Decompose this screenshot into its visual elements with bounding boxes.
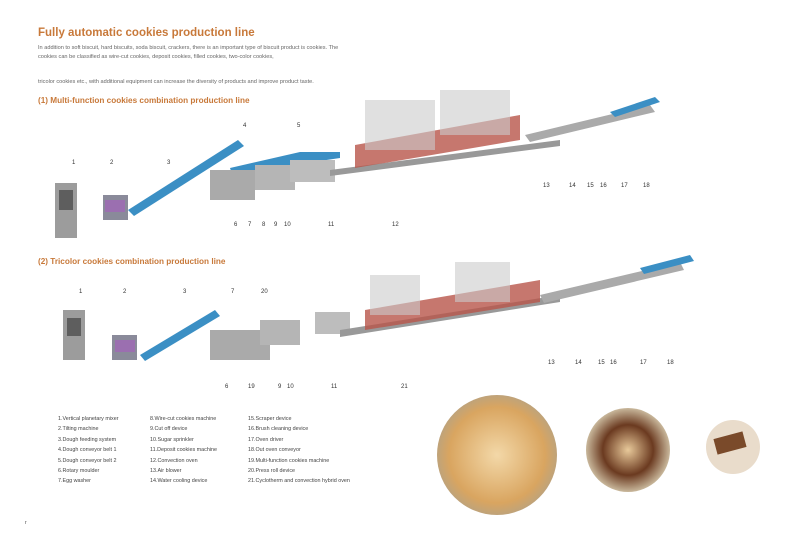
legend-item: 13.Air blower — [150, 468, 182, 474]
intro-paragraph-continued: tricolor cookies etc., with additional e… — [38, 79, 314, 85]
callout-number: 6 — [225, 384, 229, 390]
callout-number: 11 — [328, 222, 335, 228]
callout-number: 19 — [248, 384, 255, 390]
callout-number: 18 — [643, 183, 650, 189]
legend-item: 14.Water cooling device — [150, 478, 208, 485]
callout-number: 15 — [587, 183, 594, 189]
callout-number: 2 — [110, 160, 114, 166]
section-heading-1: (1) Multi-function cookies combination p… — [38, 96, 250, 105]
legend-item: 12.Convection oven — [150, 457, 198, 464]
legend-item: 4.Dough conveyor belt 1 — [58, 447, 117, 454]
callout-number: 13 — [548, 360, 555, 366]
callout-number: 2 — [123, 289, 127, 295]
legend-item: 10.Sugar sprinkler — [150, 436, 194, 443]
section-heading-2: (2) Tricolor cookies combination product… — [38, 257, 226, 266]
page-title: Fully automatic cookies production line — [38, 27, 255, 39]
legend-item: 2.Tilting machine — [58, 426, 99, 433]
callout-number: 12 — [392, 222, 399, 228]
callout-number: 14 — [575, 360, 582, 366]
callout-number: 7 — [231, 289, 235, 295]
callout-number: 13 — [543, 183, 550, 189]
callout-number: 17 — [621, 183, 628, 189]
legend-item: 16.Brush cleaning device — [248, 426, 309, 433]
callout-number: 18 — [667, 360, 674, 366]
legend-item: 15.Scraper device — [248, 416, 292, 422]
legend-item: 20.Press roll device — [248, 468, 296, 474]
intro-paragraph: In addition to soft biscuit, hard biscui… — [38, 45, 339, 60]
page-mark: r — [25, 520, 27, 526]
callout-number: 4 — [243, 123, 247, 129]
callout-number: 8 — [262, 222, 266, 228]
callout-number: 17 — [640, 360, 647, 366]
legend-item: 11.Deposit cookies machine — [150, 447, 218, 454]
butter-cookies-photo — [437, 395, 557, 515]
legend-item: 1.Vertical planetary mixer — [58, 416, 119, 422]
callout-number: 16 — [610, 360, 617, 366]
legend-item: 7.Egg washer — [58, 478, 91, 485]
legend-item: 8.Wire-cut cookies machine — [150, 416, 217, 422]
callout-number: 7 — [248, 222, 252, 228]
swirl-cookies-photo — [586, 408, 670, 492]
callout-number: 11 — [331, 384, 338, 390]
legend-item: 17.Oven driver — [248, 436, 284, 443]
callout-number: 16 — [600, 183, 607, 189]
production-line-2-illustration — [63, 255, 694, 361]
callout-number: 9 — [278, 384, 282, 390]
legend-item: 19.Multi-function cookies machine — [248, 457, 330, 464]
callout-number: 3 — [167, 160, 171, 166]
callout-number: 6 — [234, 222, 238, 228]
callout-number: 10 — [284, 222, 291, 228]
callout-number: 1 — [72, 160, 76, 166]
callout-number: 21 — [401, 384, 408, 390]
callout-number: 3 — [183, 289, 187, 295]
production-line-1-illustration — [55, 90, 660, 238]
callout-number: 5 — [297, 123, 301, 129]
callout-number: 1 — [79, 289, 83, 295]
legend-item: 18.Out oven conveyor — [248, 447, 301, 454]
callout-number: 9 — [274, 222, 278, 228]
legend-item: 21.Cyclotherm and convection hybrid oven — [248, 478, 350, 485]
legend-item: 5.Dough conveyor belt 2 — [58, 457, 117, 464]
legend-item: 9.Cut off device — [150, 426, 188, 433]
callout-number: 15 — [598, 360, 605, 366]
legend-item: 6.Rotary moulder — [58, 468, 100, 474]
callout-number: 10 — [287, 384, 294, 390]
callout-number: 20 — [261, 289, 268, 295]
callout-number: 14 — [569, 183, 576, 189]
legend-item: 3.Dough feeding system — [58, 436, 117, 443]
